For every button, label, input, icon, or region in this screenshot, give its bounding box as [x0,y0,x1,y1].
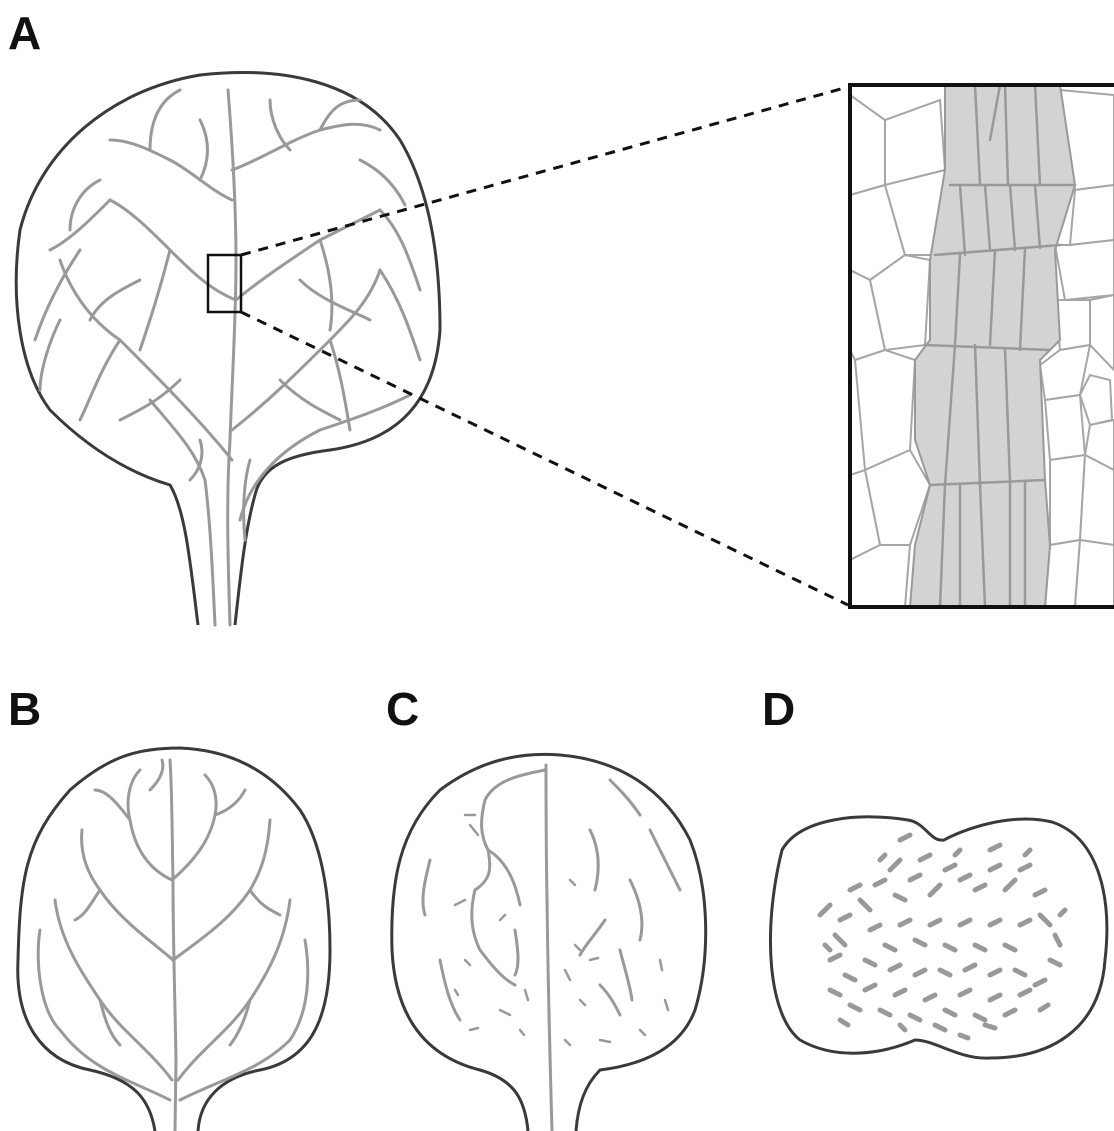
leaf-d [770,817,1106,1058]
leaf-c [392,754,706,1131]
leaf-b [18,748,330,1131]
leaf-a [16,73,848,625]
zoom-inset [850,85,1114,607]
